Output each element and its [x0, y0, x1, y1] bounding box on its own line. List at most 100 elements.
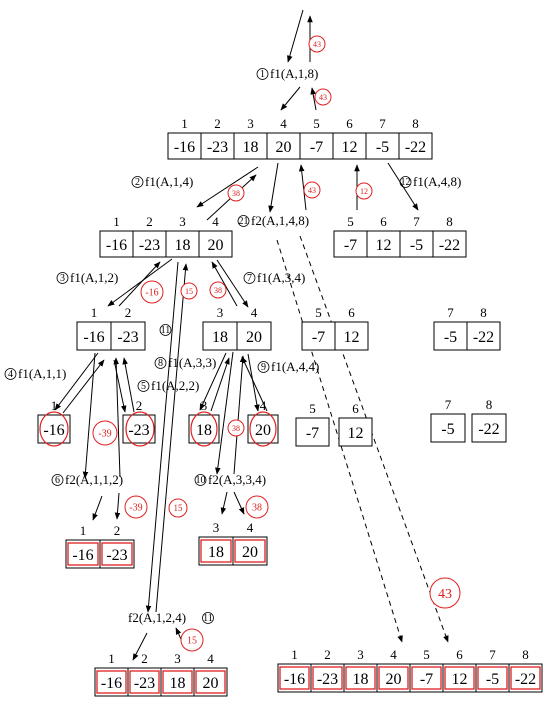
step-number-circle — [243, 272, 256, 284]
call-arrow — [113, 357, 121, 478]
return-value: 38 — [252, 503, 262, 514]
return-value-badge: 43 — [303, 181, 321, 199]
cell-index: 4 — [260, 398, 267, 413]
cell-index: 2 — [136, 398, 143, 413]
array-cell — [247, 414, 279, 444]
cell-index: 2 — [146, 214, 153, 229]
cell-value: -5 — [376, 139, 389, 156]
step-number: 21 — [239, 216, 249, 227]
cell-value: 20 — [208, 237, 224, 254]
call-label-c11: 11 — [159, 324, 172, 336]
array-cell — [334, 321, 369, 351]
cell-value: -5 — [444, 329, 457, 346]
call-text: f1(A,1,2) — [70, 270, 118, 285]
cell-value: 20 — [255, 422, 271, 439]
cell-value: 20 — [242, 544, 258, 561]
call-arrow — [54, 352, 99, 411]
cell-index: 5 — [309, 401, 316, 416]
array-cell — [127, 667, 162, 697]
cell-index: 3 — [247, 116, 254, 131]
cell-value: -23 — [207, 139, 228, 156]
return-value-circle — [140, 280, 164, 304]
array-cell — [332, 132, 367, 160]
merged-cell-highlight — [378, 666, 409, 690]
step-number: 5 — [141, 381, 146, 392]
cell-value: -16 — [284, 671, 305, 688]
return-value-circle — [314, 88, 332, 106]
return-value-badge: 15 — [168, 498, 188, 518]
return-value-badge: -39 — [92, 420, 118, 446]
array-cell — [37, 414, 71, 444]
array-cell — [277, 663, 312, 693]
cell-value: -5 — [486, 671, 499, 688]
result-circle — [125, 411, 155, 447]
call-arrow — [113, 359, 127, 413]
cell-value: -7 — [344, 237, 357, 254]
return-value-circle — [180, 282, 198, 300]
cell-index: 4 — [280, 116, 287, 131]
return-value: 43 — [438, 587, 452, 602]
cell-value: 18 — [175, 237, 191, 254]
cell-index: 4 — [251, 305, 258, 320]
array-cell — [165, 230, 200, 258]
step-number: 10 — [196, 475, 206, 486]
merged-cell-highlight — [101, 542, 133, 566]
merge-arrow-dashed — [299, 235, 449, 643]
cell-value: -7 — [420, 671, 433, 688]
cell-index: 3 — [201, 398, 208, 413]
cell-value: 12 — [344, 329, 360, 346]
return-value-circle — [168, 498, 188, 518]
return-value: -39 — [98, 429, 111, 440]
return-value: 12 — [360, 187, 368, 196]
return-value: 43 — [308, 186, 316, 195]
cell-index: 7 — [447, 305, 454, 320]
cell-index: 1 — [291, 647, 298, 662]
return-value-badge: -39 — [124, 495, 148, 519]
cell-value: -16 — [83, 329, 104, 346]
cell-value: 12 — [342, 139, 358, 156]
merged-cell-highlight — [279, 666, 310, 690]
return-value: 43 — [319, 93, 327, 102]
cell-index: 1 — [91, 305, 98, 320]
cell-index: 6 — [380, 214, 387, 229]
array-a78: -57-228 — [433, 305, 501, 351]
cell-value: -23 — [128, 422, 149, 439]
merged-cell-highlight — [200, 539, 232, 563]
cell-index: 3 — [357, 647, 364, 662]
array-cell — [343, 663, 378, 693]
return-value-badge: 38 — [209, 281, 227, 299]
cell-index: 8 — [486, 397, 493, 412]
return-value: 38 — [232, 189, 240, 198]
return-value-circle — [303, 181, 321, 199]
cell-value: 18 — [243, 139, 259, 156]
array-cell — [94, 667, 129, 697]
call-arrow — [145, 261, 179, 613]
call-text: f1(A,2,2) — [151, 378, 199, 393]
step-number: 7 — [247, 273, 252, 284]
call-arrow — [268, 162, 279, 213]
call-arrow — [92, 495, 103, 521]
merged-cell-highlight — [312, 666, 343, 690]
return-value-circle — [227, 184, 245, 202]
array-s7: -57 — [430, 397, 466, 443]
call-arrow — [233, 491, 245, 515]
cell-index: 3 — [213, 520, 220, 535]
cell-value: -16 — [43, 422, 64, 439]
cell-index: 2 — [141, 651, 148, 666]
call-text: f1(A,1,1) — [18, 366, 66, 381]
step-number-circle — [257, 361, 270, 373]
cell-index: 5 — [313, 116, 320, 131]
array-cell — [409, 663, 444, 693]
cell-index: 4 — [207, 651, 214, 666]
cell-value: 20 — [276, 139, 292, 156]
result-circle — [190, 411, 218, 447]
